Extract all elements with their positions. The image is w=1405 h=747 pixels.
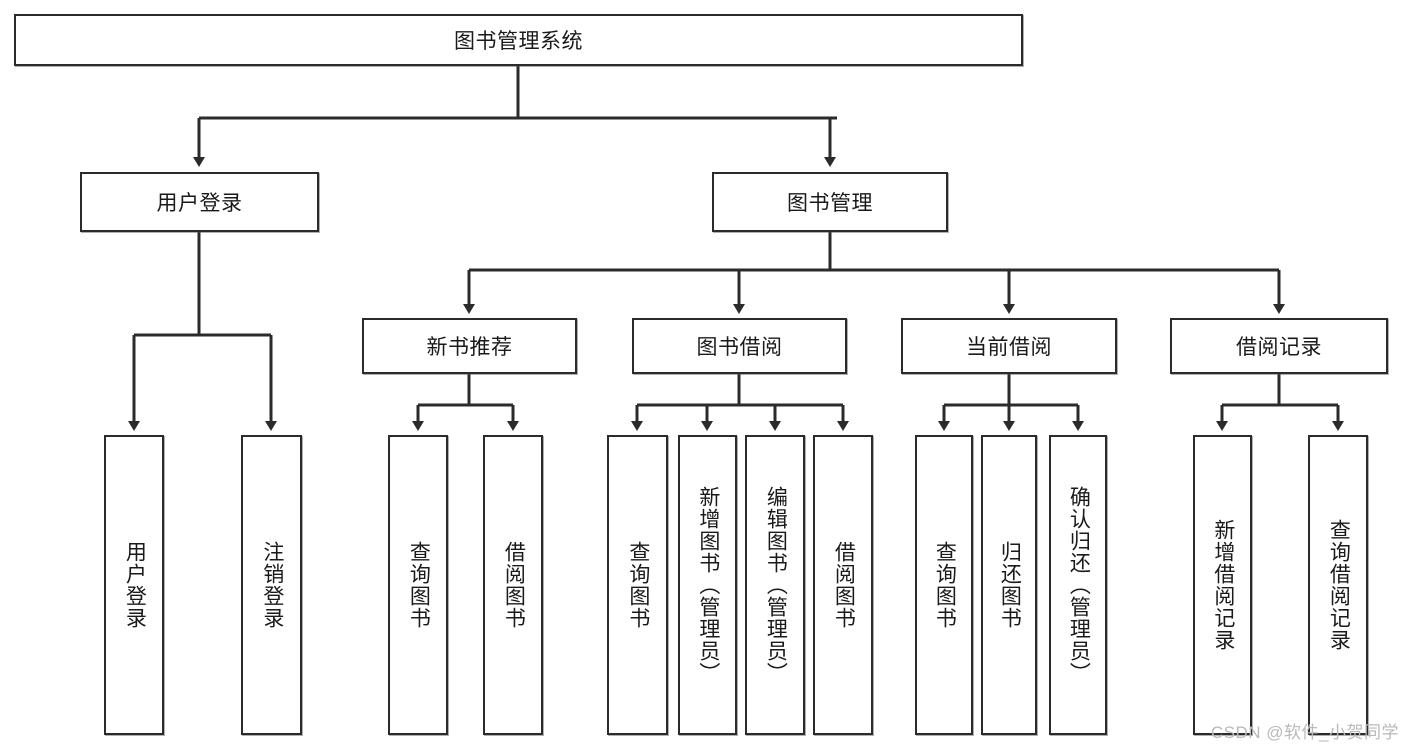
node-book-borrow-label: 图书借阅 — [696, 336, 783, 359]
node-borrow-record[interactable]: 借阅记录 — [1170, 318, 1388, 374]
node-leaf-edit-book[interactable]: 编辑图书（管理员） — [745, 435, 805, 735]
node-current-borrow-label: 当前借阅 — [966, 336, 1052, 359]
node-leaf-add-borrow-record-label: 新增借阅记录 — [1211, 519, 1235, 651]
node-leaf-return-book[interactable]: 归还图书 — [981, 435, 1037, 735]
node-leaf-query-book-3-label: 查询图书 — [933, 541, 957, 629]
node-leaf-add-book[interactable]: 新增图书（管理员） — [678, 435, 737, 735]
node-leaf-user-login[interactable]: 用户登录 — [104, 435, 164, 735]
node-leaf-borrow-book-2-label: 借阅图书 — [832, 541, 856, 629]
node-current-borrow[interactable]: 当前借阅 — [901, 318, 1117, 374]
node-user-login-label: 用户登录 — [156, 192, 243, 215]
node-leaf-query-book-3[interactable]: 查询图书 — [915, 435, 973, 735]
node-root-label: 图书管理系统 — [454, 30, 583, 53]
node-root[interactable]: 图书管理系统 — [14, 14, 1023, 66]
node-leaf-borrow-book-1[interactable]: 借阅图书 — [483, 435, 543, 735]
node-leaf-return-book-label: 归还图书 — [998, 541, 1022, 629]
node-leaf-logout[interactable]: 注销登录 — [241, 435, 302, 735]
node-leaf-confirm-return-label: 确认归还（管理员） — [1067, 486, 1091, 684]
node-leaf-query-book-1[interactable]: 查询图书 — [388, 435, 448, 735]
node-leaf-query-borrow-record[interactable]: 查询借阅记录 — [1308, 435, 1368, 735]
node-leaf-confirm-return[interactable]: 确认归还（管理员） — [1049, 435, 1107, 735]
node-leaf-query-borrow-record-label: 查询借阅记录 — [1327, 519, 1351, 651]
node-leaf-query-book-2-label: 查询图书 — [626, 541, 650, 629]
watermark-text: CSDN @软件_小贺同学 — [1210, 723, 1399, 742]
node-leaf-add-borrow-record[interactable]: 新增借阅记录 — [1193, 435, 1252, 735]
node-leaf-query-book-2[interactable]: 查询图书 — [607, 435, 668, 735]
node-user-login[interactable]: 用户登录 — [80, 172, 319, 232]
node-leaf-edit-book-label: 编辑图书（管理员） — [764, 486, 788, 684]
node-leaf-borrow-book-2[interactable]: 借阅图书 — [813, 435, 873, 735]
node-leaf-logout-label: 注销登录 — [260, 541, 284, 629]
node-book-management-label: 图书管理 — [787, 192, 873, 215]
node-leaf-borrow-book-1-label: 借阅图书 — [502, 541, 526, 629]
node-book-borrow[interactable]: 图书借阅 — [632, 318, 847, 374]
node-leaf-add-book-label: 新增图书（管理员） — [696, 486, 720, 684]
node-book-management[interactable]: 图书管理 — [712, 172, 948, 232]
node-leaf-user-login-label: 用户登录 — [123, 541, 147, 629]
node-new-book-recommend[interactable]: 新书推荐 — [362, 318, 577, 374]
node-borrow-record-label: 借阅记录 — [1236, 336, 1322, 359]
node-new-book-recommend-label: 新书推荐 — [426, 336, 513, 359]
node-leaf-query-book-1-label: 查询图书 — [407, 541, 431, 629]
